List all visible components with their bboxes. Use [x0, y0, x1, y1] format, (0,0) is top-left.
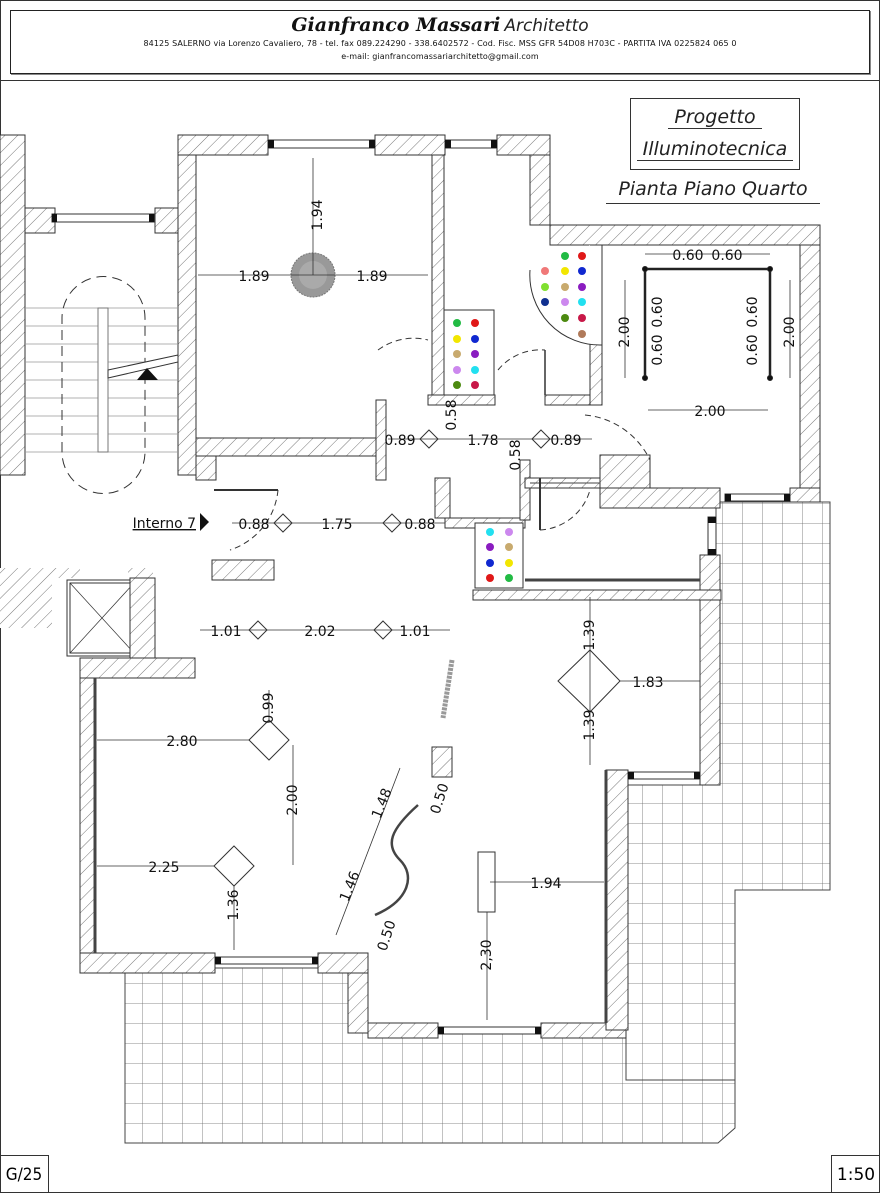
floor-plan: 1.94 1.89 1.89 0.89 1.78 0.89 0.58 0.58 … — [0, 134, 831, 1144]
dim-label: 1.01 — [210, 624, 241, 640]
dim-label: 0.58 — [444, 399, 460, 430]
dim-label: 0.60 — [711, 248, 742, 264]
dim-label: 2.80 — [166, 734, 197, 750]
sheet-number: G/25 — [0, 1155, 49, 1193]
dim-label: 1.36 — [226, 889, 242, 920]
dim-label: 1.89 — [356, 269, 387, 285]
dim-label: 0.60 — [650, 334, 666, 365]
dim-label: 0.58 — [508, 439, 524, 470]
windows — [93, 139, 791, 1035]
dim-label: 0.50 — [375, 918, 400, 953]
dim-label: 1.94 — [310, 199, 326, 230]
dim-label: 1.46 — [337, 869, 364, 904]
unit-label: Interno 7 — [133, 516, 196, 532]
terrace-right — [625, 501, 831, 1081]
led-panel-bath-1 — [443, 309, 495, 396]
dim-label: 0.99 — [261, 692, 277, 723]
plan-subtitle: Pianta Piano Quarto — [606, 178, 820, 204]
dim-label: 1.48 — [369, 786, 396, 821]
dim-label: 0.60 — [745, 296, 761, 327]
dimension-lines — [97, 158, 791, 1020]
dim-label: 2,30 — [479, 939, 495, 970]
dim-label: 1.75 — [321, 517, 352, 533]
column — [431, 746, 453, 778]
dimension-labels: 1.94 1.89 1.89 0.89 1.78 0.89 0.58 0.58 … — [133, 199, 798, 970]
project-title-line1: Progetto — [668, 106, 762, 129]
dim-label: 2.02 — [304, 624, 335, 640]
dim-label: 0.60 — [745, 334, 761, 365]
stairwell — [0, 134, 197, 657]
dim-label: 2.00 — [617, 316, 633, 347]
dim-label: 1.83 — [632, 675, 663, 691]
entrance-arrow-icon — [200, 513, 209, 531]
dim-label: 2.00 — [694, 404, 725, 420]
dim-label: 1.39 — [582, 709, 598, 740]
led-bar — [440, 659, 455, 719]
project-title-box: Progetto Illuminotecnica — [630, 98, 800, 170]
dim-label: 0.60 — [650, 296, 666, 327]
led-panel-shower-2 — [541, 252, 586, 338]
dim-label: 0.88 — [238, 517, 269, 533]
architect-role: Architetto — [504, 16, 589, 36]
dim-label: 2.25 — [148, 860, 179, 876]
dim-label: 0.50 — [428, 781, 453, 816]
bed-light-frame — [642, 266, 773, 381]
dim-label: 1.01 — [399, 624, 430, 640]
curved-led-strip — [374, 804, 419, 917]
scale-label: 1:50 — [831, 1155, 880, 1193]
header-divider — [0, 80, 880, 81]
dim-label: 1.78 — [467, 433, 498, 449]
dim-label: 2.00 — [782, 316, 798, 347]
dim-label: 1.89 — [238, 269, 269, 285]
dim-label: 2.00 — [285, 784, 301, 815]
project-title-line2: Illuminotecnica — [636, 138, 794, 161]
architect-name: Gianfranco Massari — [291, 14, 501, 36]
dim-label: 1.39 — [582, 619, 598, 650]
dim-label: 0.89 — [550, 433, 581, 449]
email-line: e-mail: gianfrancomassariarchitetto@gmai… — [341, 52, 539, 61]
dim-label: 0.89 — [384, 433, 415, 449]
address-line: 84125 SALERNO via Lorenzo Cavaliero, 78 … — [143, 39, 737, 48]
dim-label: 1.94 — [530, 876, 561, 892]
dim-label: 0.60 — [672, 248, 703, 264]
walls — [79, 134, 821, 1039]
ceiling-lamps — [213, 429, 621, 887]
dim-label: 0.88 — [404, 517, 435, 533]
up-arrow-icon — [137, 368, 158, 380]
led-panel-bath-3 — [474, 522, 524, 589]
